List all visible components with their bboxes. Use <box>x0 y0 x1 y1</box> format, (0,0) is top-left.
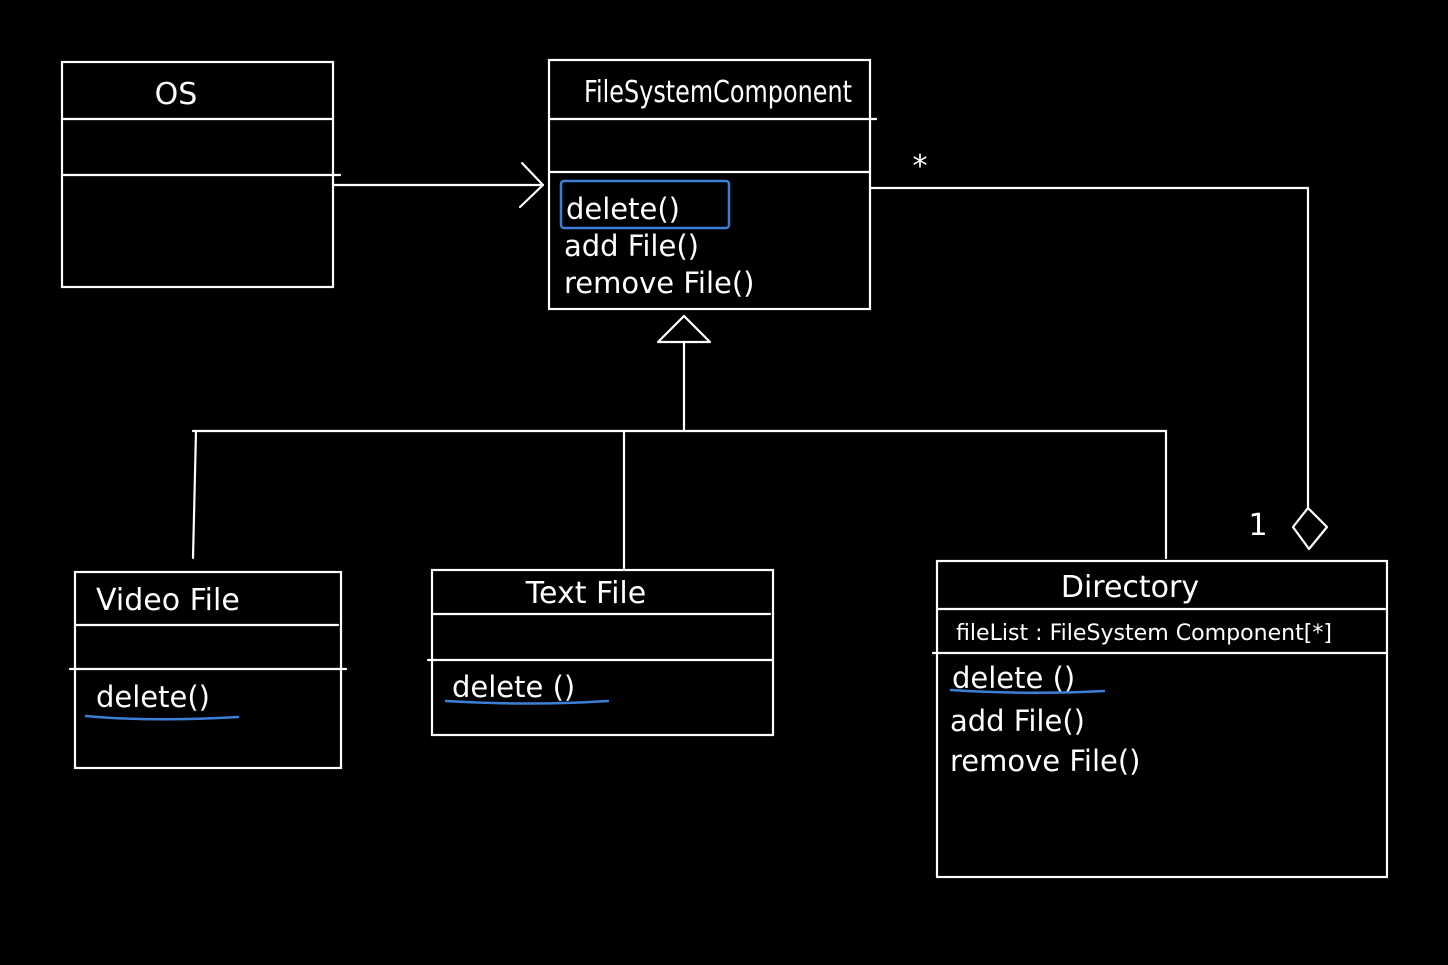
video-delete-underline <box>84 714 240 721</box>
association-os-to-fsc <box>331 161 545 209</box>
class-fsc-method-remove-file: remove File() <box>564 266 755 300</box>
multiplicity-many: * <box>913 149 928 184</box>
text-delete-underline <box>444 699 610 705</box>
class-directory-box <box>935 559 1389 879</box>
class-directory-attribute-filelist: fileList : FileSystem Component[*] <box>956 621 1332 646</box>
class-filesystemcomponent: FileSystemComponent delete() add File() … <box>547 58 878 311</box>
class-directory-name: Directory <box>1061 570 1199 605</box>
aggregation-directory-fsc: * 1 <box>868 149 1329 551</box>
delete-method-highlight <box>559 179 731 230</box>
class-os-name: OS <box>155 77 198 112</box>
class-directory: Directory fileList : FileSystem Componen… <box>931 559 1389 879</box>
class-directory-method-remove-file: remove File() <box>950 744 1141 778</box>
class-text-name: Text File <box>525 576 646 611</box>
class-fsc-name: FileSystemComponent <box>584 75 852 110</box>
class-directory-method-delete: delete () <box>952 661 1075 695</box>
class-text-box <box>430 568 775 737</box>
multiplicity-one: 1 <box>1248 508 1267 543</box>
class-text-file: Text File delete () <box>426 568 775 737</box>
class-video-method-delete: delete() <box>96 680 210 714</box>
class-video-file: Video File delete() <box>68 570 348 770</box>
class-text-method-delete: delete () <box>452 670 575 704</box>
class-fsc-method-delete: delete() <box>566 192 680 226</box>
class-fsc-method-add-file: add File() <box>564 229 699 263</box>
generalization-to-fsc <box>191 314 1168 570</box>
class-os: OS <box>60 60 342 289</box>
class-fsc-box <box>547 58 872 311</box>
generalization-branch-video <box>191 429 198 560</box>
class-directory-method-add-file: add File() <box>950 704 1085 738</box>
association-arrowhead <box>518 161 545 209</box>
aggregation-diamond <box>1291 506 1329 551</box>
generalization-triangle <box>656 314 712 344</box>
class-video-name: Video File <box>96 583 240 618</box>
directory-delete-underline <box>949 688 1106 695</box>
